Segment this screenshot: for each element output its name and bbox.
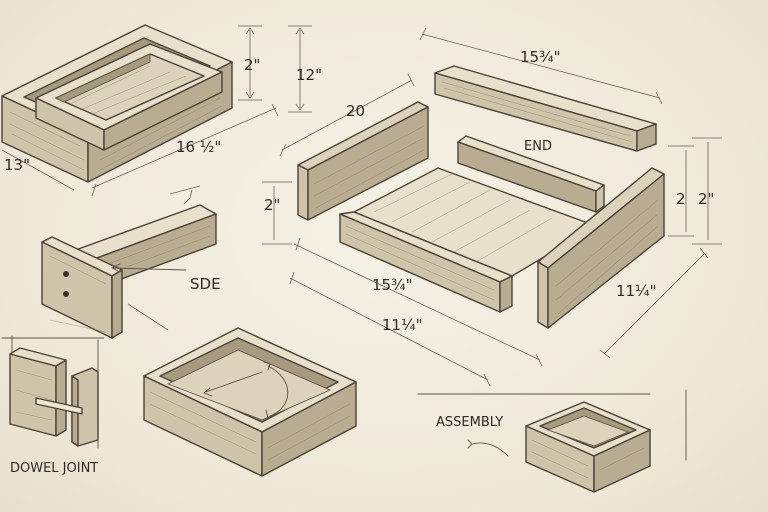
tray-height-inner-label: 2" bbox=[244, 56, 260, 74]
bottom-length-a-label: 15¾" bbox=[372, 276, 413, 294]
exploded-box-drawing: END 20 2" 2 2" 15¾" 11¼" 11¼" bbox=[262, 73, 722, 387]
assembly-drawing: ASSEMBLY bbox=[417, 389, 687, 493]
assembly-label: ASSEMBLY bbox=[436, 415, 503, 430]
end-label: END bbox=[524, 139, 552, 154]
nested-tray-drawing: 2" 12" 16 ½" 13" bbox=[1, 24, 322, 197]
top-rail-drawing: 15¾" bbox=[419, 27, 663, 152]
rail-length-label: 15¾" bbox=[520, 48, 561, 66]
sde-label: SDE bbox=[190, 275, 221, 293]
dowel-joint-label: DOWEL JOINT bbox=[10, 461, 98, 476]
side-board-drawing: SDE bbox=[41, 185, 221, 339]
right-length-label: 11¼" bbox=[616, 282, 657, 300]
bottom-length-b-label: 11¼" bbox=[382, 316, 423, 334]
tray-width-label: 13" bbox=[4, 156, 30, 174]
center-box-drawing bbox=[143, 327, 357, 477]
tray-length-label: 16 ½" bbox=[176, 138, 221, 156]
depth-label: 20 bbox=[346, 102, 365, 120]
side-height-label: 2" bbox=[264, 196, 280, 214]
right-height-a-label: 2 bbox=[676, 190, 686, 208]
dowel-joint-drawing: DOWEL JOINT bbox=[1, 335, 105, 476]
tray-height-outer-label: 12" bbox=[296, 66, 322, 84]
right-height-b-label: 2" bbox=[698, 190, 714, 208]
